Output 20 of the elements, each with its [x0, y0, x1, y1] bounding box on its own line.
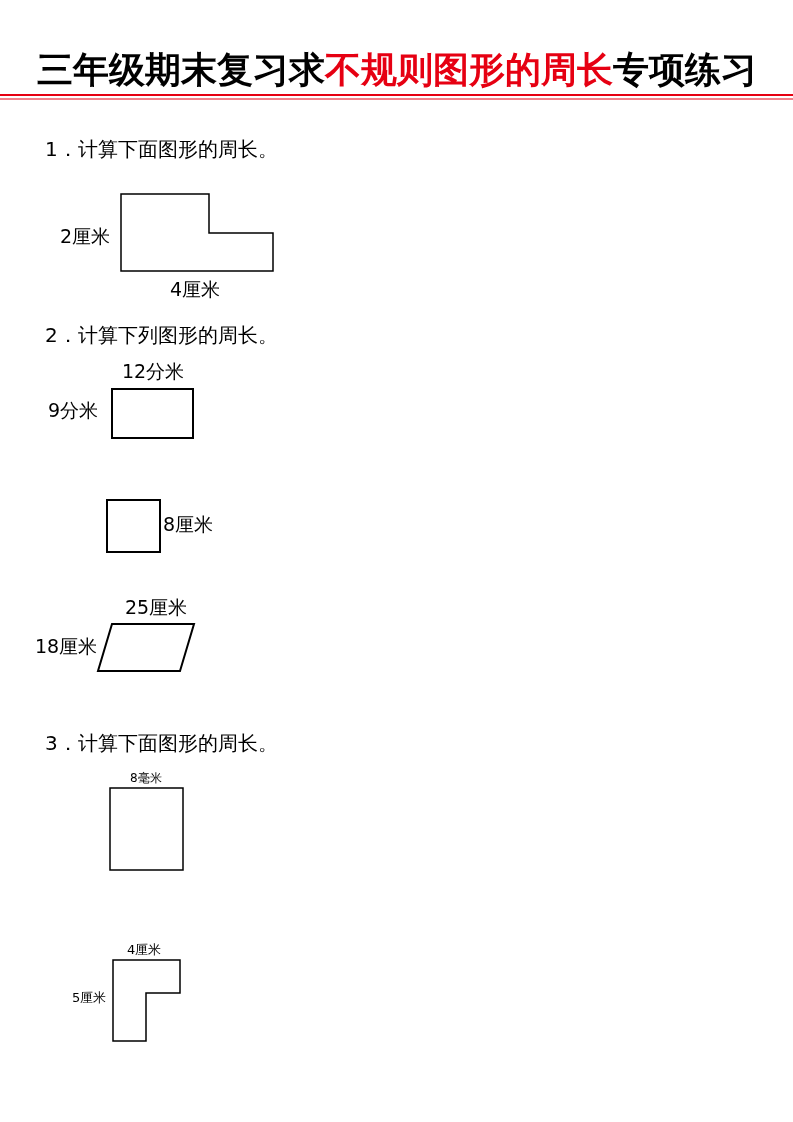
worksheet-title: 三年级期末复习求不规则图形的周长专项练习: [35, 50, 758, 90]
dimension-label: 12分米: [122, 361, 185, 382]
l-shape-figure: [121, 194, 273, 271]
parallelogram-figure: [98, 624, 194, 671]
rectangle-figure: [107, 500, 160, 552]
dimension-label: 18厘米: [35, 636, 98, 657]
dimension-label: 4厘米: [127, 943, 162, 958]
l-shape-figure: [113, 960, 180, 1041]
dimension-label: 25厘米: [125, 597, 188, 618]
question-text: 1．计算下面图形的周长。: [45, 138, 278, 160]
dimension-label: 2厘米: [60, 226, 111, 247]
rectangle-figure: [110, 788, 183, 870]
dimension-label: 4厘米: [170, 279, 221, 300]
dimension-label: 8毫米: [130, 772, 162, 786]
rectangle-figure: [112, 389, 193, 438]
question-text: 2．计算下列图形的周长。: [45, 324, 278, 346]
dimension-label: 9分米: [48, 400, 99, 421]
dimension-label: 5厘米: [72, 991, 107, 1006]
dimension-label: 8厘米: [163, 514, 214, 535]
question-text: 3．计算下面图形的周长。: [45, 732, 278, 754]
